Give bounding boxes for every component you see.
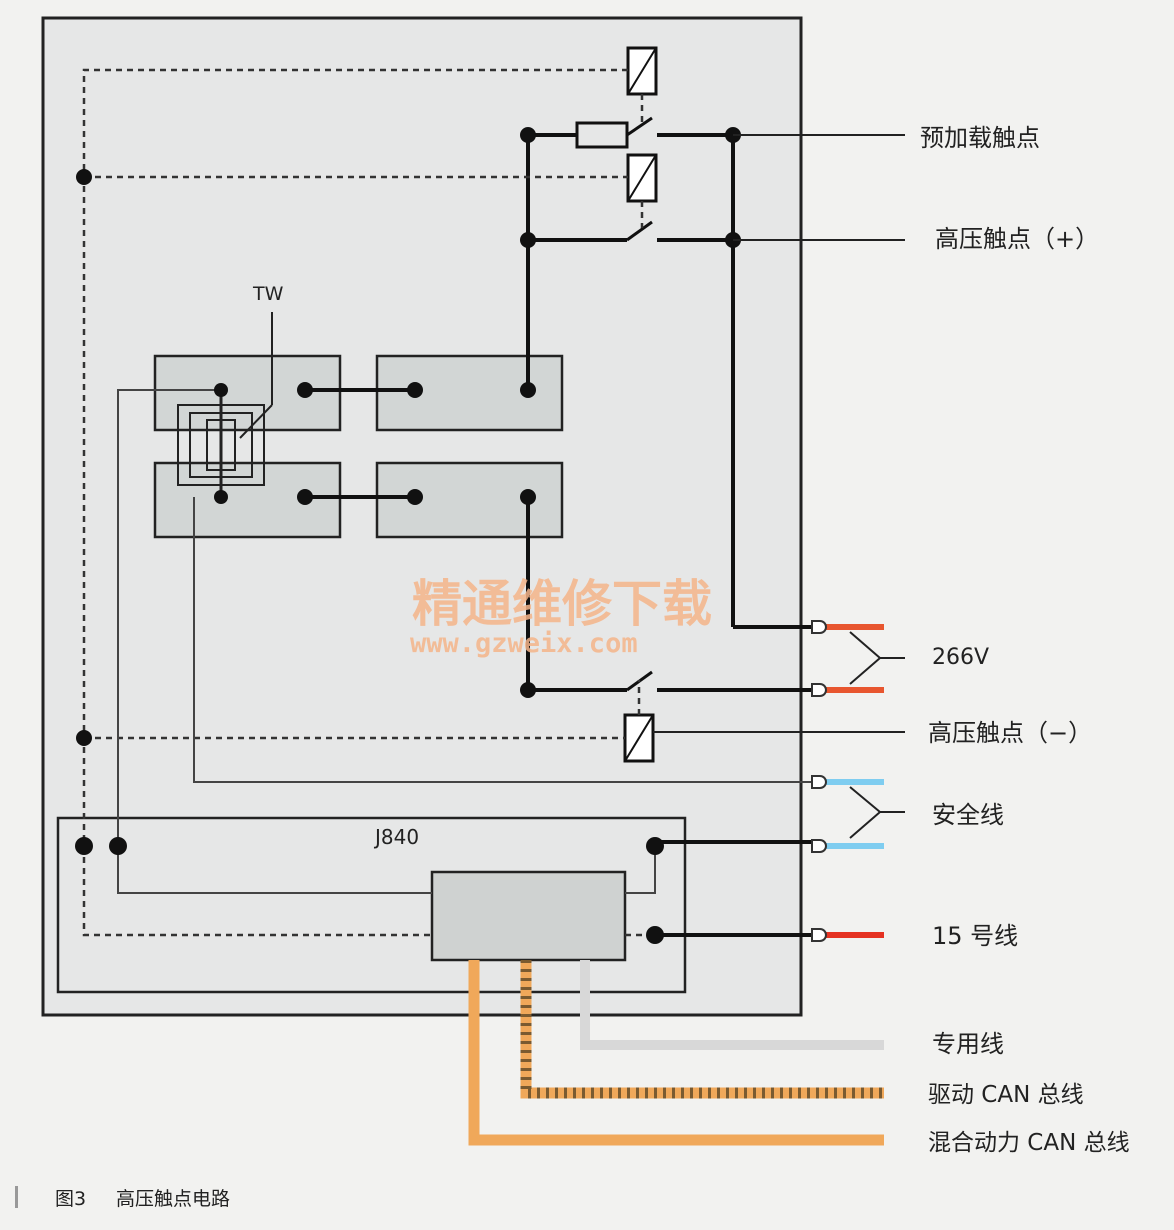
watermark-cn: 精通维修下载 bbox=[412, 575, 712, 633]
label-hybrid-can: 混合动力 CAN 总线 bbox=[928, 1130, 1130, 1156]
label-leader-lines bbox=[653, 134, 905, 733]
label-line-15: 15 号线 bbox=[932, 922, 1018, 950]
label-preload-contact: 预加载触点 bbox=[920, 124, 1040, 152]
right-labels: 预加载触点 高压触点（+） 266V 高压触点（−） 安全线 15 号线 专用线… bbox=[920, 124, 1130, 1156]
caption-title: 高压触点电路 bbox=[116, 1188, 230, 1210]
caption-figure-no: 图3 bbox=[55, 1188, 86, 1210]
label-hv-contact-plus: 高压触点（+） bbox=[935, 225, 1099, 253]
label-j840: J840 bbox=[373, 825, 419, 849]
label-dedicated-line: 专用线 bbox=[932, 1030, 1004, 1058]
preload-resistor bbox=[575, 121, 629, 149]
battery-modules bbox=[153, 354, 564, 539]
external-connectors bbox=[811, 620, 905, 942]
label-safety-line: 安全线 bbox=[932, 801, 1004, 829]
label-drive-can: 驱动 CAN 总线 bbox=[928, 1082, 1084, 1108]
label-voltage: 266V bbox=[932, 645, 989, 670]
relay-coils bbox=[623, 46, 658, 763]
watermark-url: www.gzweix.com bbox=[410, 628, 638, 659]
control-dashed-lines bbox=[82, 68, 655, 937]
label-hv-contact-minus: 高压触点（−） bbox=[928, 719, 1092, 747]
j840-ecu-box: J840 bbox=[56, 816, 687, 994]
safety-loop-wire bbox=[117, 389, 812, 894]
label-tw: TW bbox=[252, 283, 284, 305]
figure-caption: 图3 高压触点电路 bbox=[15, 1186, 230, 1210]
junction-dots bbox=[75, 127, 741, 944]
service-plug-tw: TW bbox=[177, 283, 284, 497]
bus-lines bbox=[468, 960, 884, 1146]
